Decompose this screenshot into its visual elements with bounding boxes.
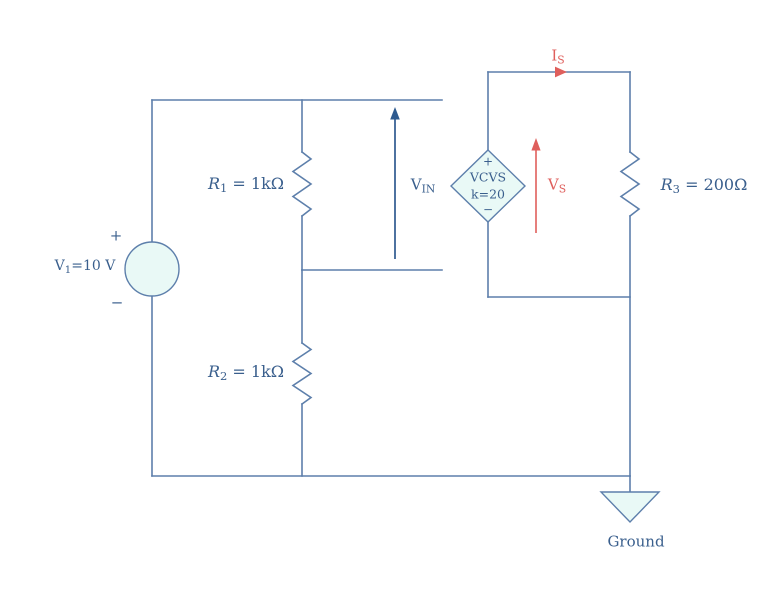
v1-minus-sign: − — [110, 293, 124, 312]
v1-value: =10 V — [71, 258, 116, 274]
vcvs-label: + VCVS k=20 − — [470, 155, 506, 216]
r3-name: R — [660, 175, 673, 194]
r3-subscript: 3 — [672, 182, 680, 197]
r1-label: R1 = 1kΩ — [207, 174, 285, 196]
ground-symbol — [599, 491, 661, 524]
r2-label: R2 = 1kΩ — [207, 362, 285, 384]
vs-label: VS — [547, 175, 567, 196]
is-arrow — [555, 66, 567, 78]
vcvs-title: VCVS — [469, 169, 507, 185]
v1-label: V1=10 V — [54, 258, 116, 276]
vcvs-gain: k=20 — [471, 186, 505, 201]
resistor-r1-symbol — [291, 150, 313, 218]
v1-subscript: 1 — [64, 264, 72, 276]
r3-label: R3 = 200Ω — [660, 175, 748, 197]
v1-plus-sign: + — [109, 226, 123, 245]
v1-name: V — [54, 258, 65, 274]
ground-label: Ground — [607, 532, 665, 551]
is-label: IS — [551, 46, 565, 67]
vs-name: V — [547, 175, 559, 194]
r1-subscript: 1 — [220, 181, 228, 196]
is-subscript: S — [557, 53, 565, 67]
r2-name: R — [207, 362, 220, 381]
r2-subscript: 2 — [220, 369, 228, 384]
vin-name: V — [410, 175, 422, 194]
r1-name: R — [207, 174, 220, 193]
vcvs-plus-sign: + — [482, 154, 494, 169]
vcvs-minus-sign: − — [482, 201, 494, 216]
vcvs-symbol — [449, 149, 527, 223]
r2-value: = 1kΩ — [227, 362, 285, 381]
vin-label: VIN — [410, 175, 436, 196]
resistor-r2-symbol — [291, 341, 313, 406]
resistor-r3-symbol — [619, 150, 641, 218]
r1-value: = 1kΩ — [227, 174, 285, 193]
r3-value: = 200Ω — [679, 175, 748, 194]
vs-arrow — [531, 138, 541, 233]
vin-arrow — [390, 107, 400, 259]
is-name: I — [551, 46, 558, 65]
vin-subscript: IN — [421, 182, 436, 196]
vs-subscript: S — [558, 182, 567, 196]
voltage-source-symbol — [124, 241, 180, 297]
wire-network — [151, 71, 631, 493]
